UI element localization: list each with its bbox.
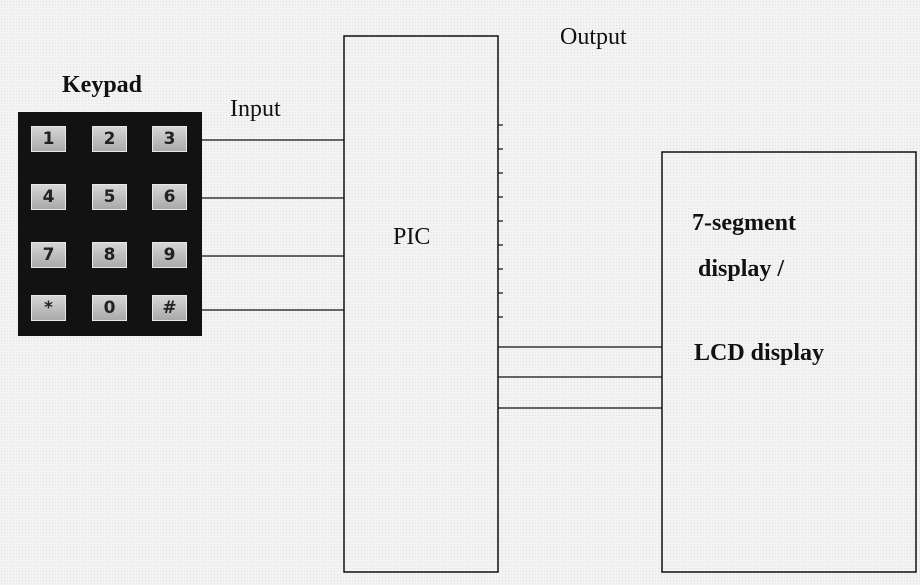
output-label: Output <box>560 24 627 50</box>
key-7[interactable]: 7 <box>31 242 66 268</box>
key-12[interactable]: # <box>152 295 187 321</box>
display-block <box>661 151 917 573</box>
key-3[interactable]: 3 <box>152 126 187 152</box>
display-label-line-1: 7-segment <box>692 210 796 236</box>
key-6[interactable]: 6 <box>152 184 187 210</box>
key-4[interactable]: 4 <box>31 184 66 210</box>
key-8[interactable]: 8 <box>92 242 127 268</box>
pic-label: PIC <box>393 224 431 250</box>
display-label-line-2: display / <box>698 256 785 282</box>
key-2[interactable]: 2 <box>92 126 127 152</box>
key-5[interactable]: 5 <box>92 184 127 210</box>
pic-block <box>343 35 499 573</box>
key-1[interactable]: 1 <box>31 126 66 152</box>
input-label: Input <box>230 96 281 122</box>
pic-pin-ticks <box>498 124 503 318</box>
key-10[interactable]: * <box>31 295 66 321</box>
display-label-line-3: LCD display <box>694 340 825 366</box>
key-9[interactable]: 9 <box>152 242 187 268</box>
keypad-title: Keypad <box>62 72 143 98</box>
key-11[interactable]: 0 <box>92 295 127 321</box>
